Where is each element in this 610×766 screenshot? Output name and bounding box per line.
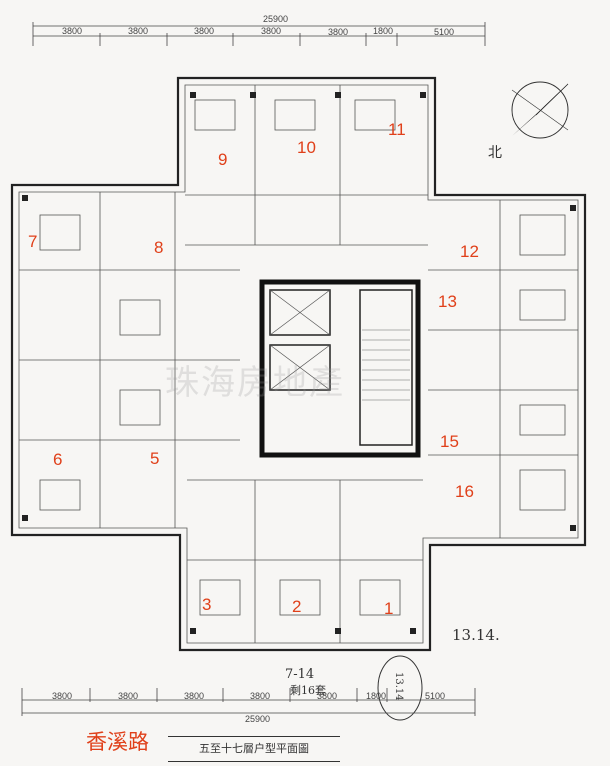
north-compass-icon (511, 81, 569, 139)
top-dim-7: 5100 (434, 27, 454, 37)
top-dim-5: 3800 (328, 27, 348, 37)
bottom-dim-6: 1800 (366, 691, 386, 701)
bottom-dim-3: 3800 (184, 691, 204, 701)
building-outline (10, 76, 587, 652)
unit-10-label: 10 (297, 138, 316, 157)
bottom-total-dimension: 25900 (245, 714, 270, 724)
unit-1-label: 1 (384, 599, 393, 618)
top-dimension-line: 25900 3800 3800 3800 3800 3800 1800 5100 (32, 14, 486, 46)
unit-5-label: 5 (150, 449, 159, 468)
unit-15-label: 15 (440, 432, 459, 451)
road-label: 香溪路 (86, 730, 149, 754)
unit-16-label: 16 (455, 482, 474, 501)
unit-labels: 1 2 3 5 6 7 8 9 10 11 12 13 15 16 (28, 120, 479, 618)
interior-partitions (19, 85, 578, 643)
handwritten-note-right: 13.14. (452, 626, 500, 644)
handwritten-circle (377, 655, 423, 721)
unit-9-label: 9 (218, 150, 227, 169)
top-dim-6: 1800 (373, 26, 393, 36)
elevator-stair-core (259, 279, 421, 458)
unit-2-label: 2 (292, 597, 301, 616)
unit-12-label: 12 (460, 242, 479, 261)
watermark: 珠海房地產 (165, 363, 345, 403)
unit-13-label: 13 (438, 292, 457, 311)
bottom-dim-5: 3800 (317, 691, 337, 701)
top-dim-3: 3800 (194, 26, 214, 36)
handwritten-note-line2: 剩16套 (290, 684, 326, 697)
structural-columns (22, 92, 576, 634)
unit-8-label: 8 (154, 238, 163, 257)
top-total-dimension: 25900 (263, 14, 288, 24)
top-dim-4: 3800 (261, 26, 281, 36)
north-label: 北 (488, 144, 502, 160)
top-dim-1: 3800 (62, 26, 82, 36)
unit-3-label: 3 (202, 595, 211, 614)
bottom-dimension-line: 3800 3800 3800 3800 3800 1800 5100 25900 (21, 688, 476, 724)
bottom-dim-2: 3800 (118, 691, 138, 701)
unit-11-label: 11 (388, 120, 406, 139)
plan-title: 五至十七層户型平面圖 (168, 736, 340, 762)
unit-6-label: 6 (53, 450, 62, 469)
handwritten-note-line1: 7-14 (285, 667, 314, 682)
bottom-dim-4: 3800 (250, 691, 270, 701)
top-dim-2: 3800 (128, 26, 148, 36)
unit-7-label: 7 (28, 232, 37, 251)
bottom-dim-7: 5100 (425, 691, 445, 701)
bottom-dim-1: 3800 (52, 691, 72, 701)
handwritten-circled-note: 13.14 (393, 672, 404, 701)
